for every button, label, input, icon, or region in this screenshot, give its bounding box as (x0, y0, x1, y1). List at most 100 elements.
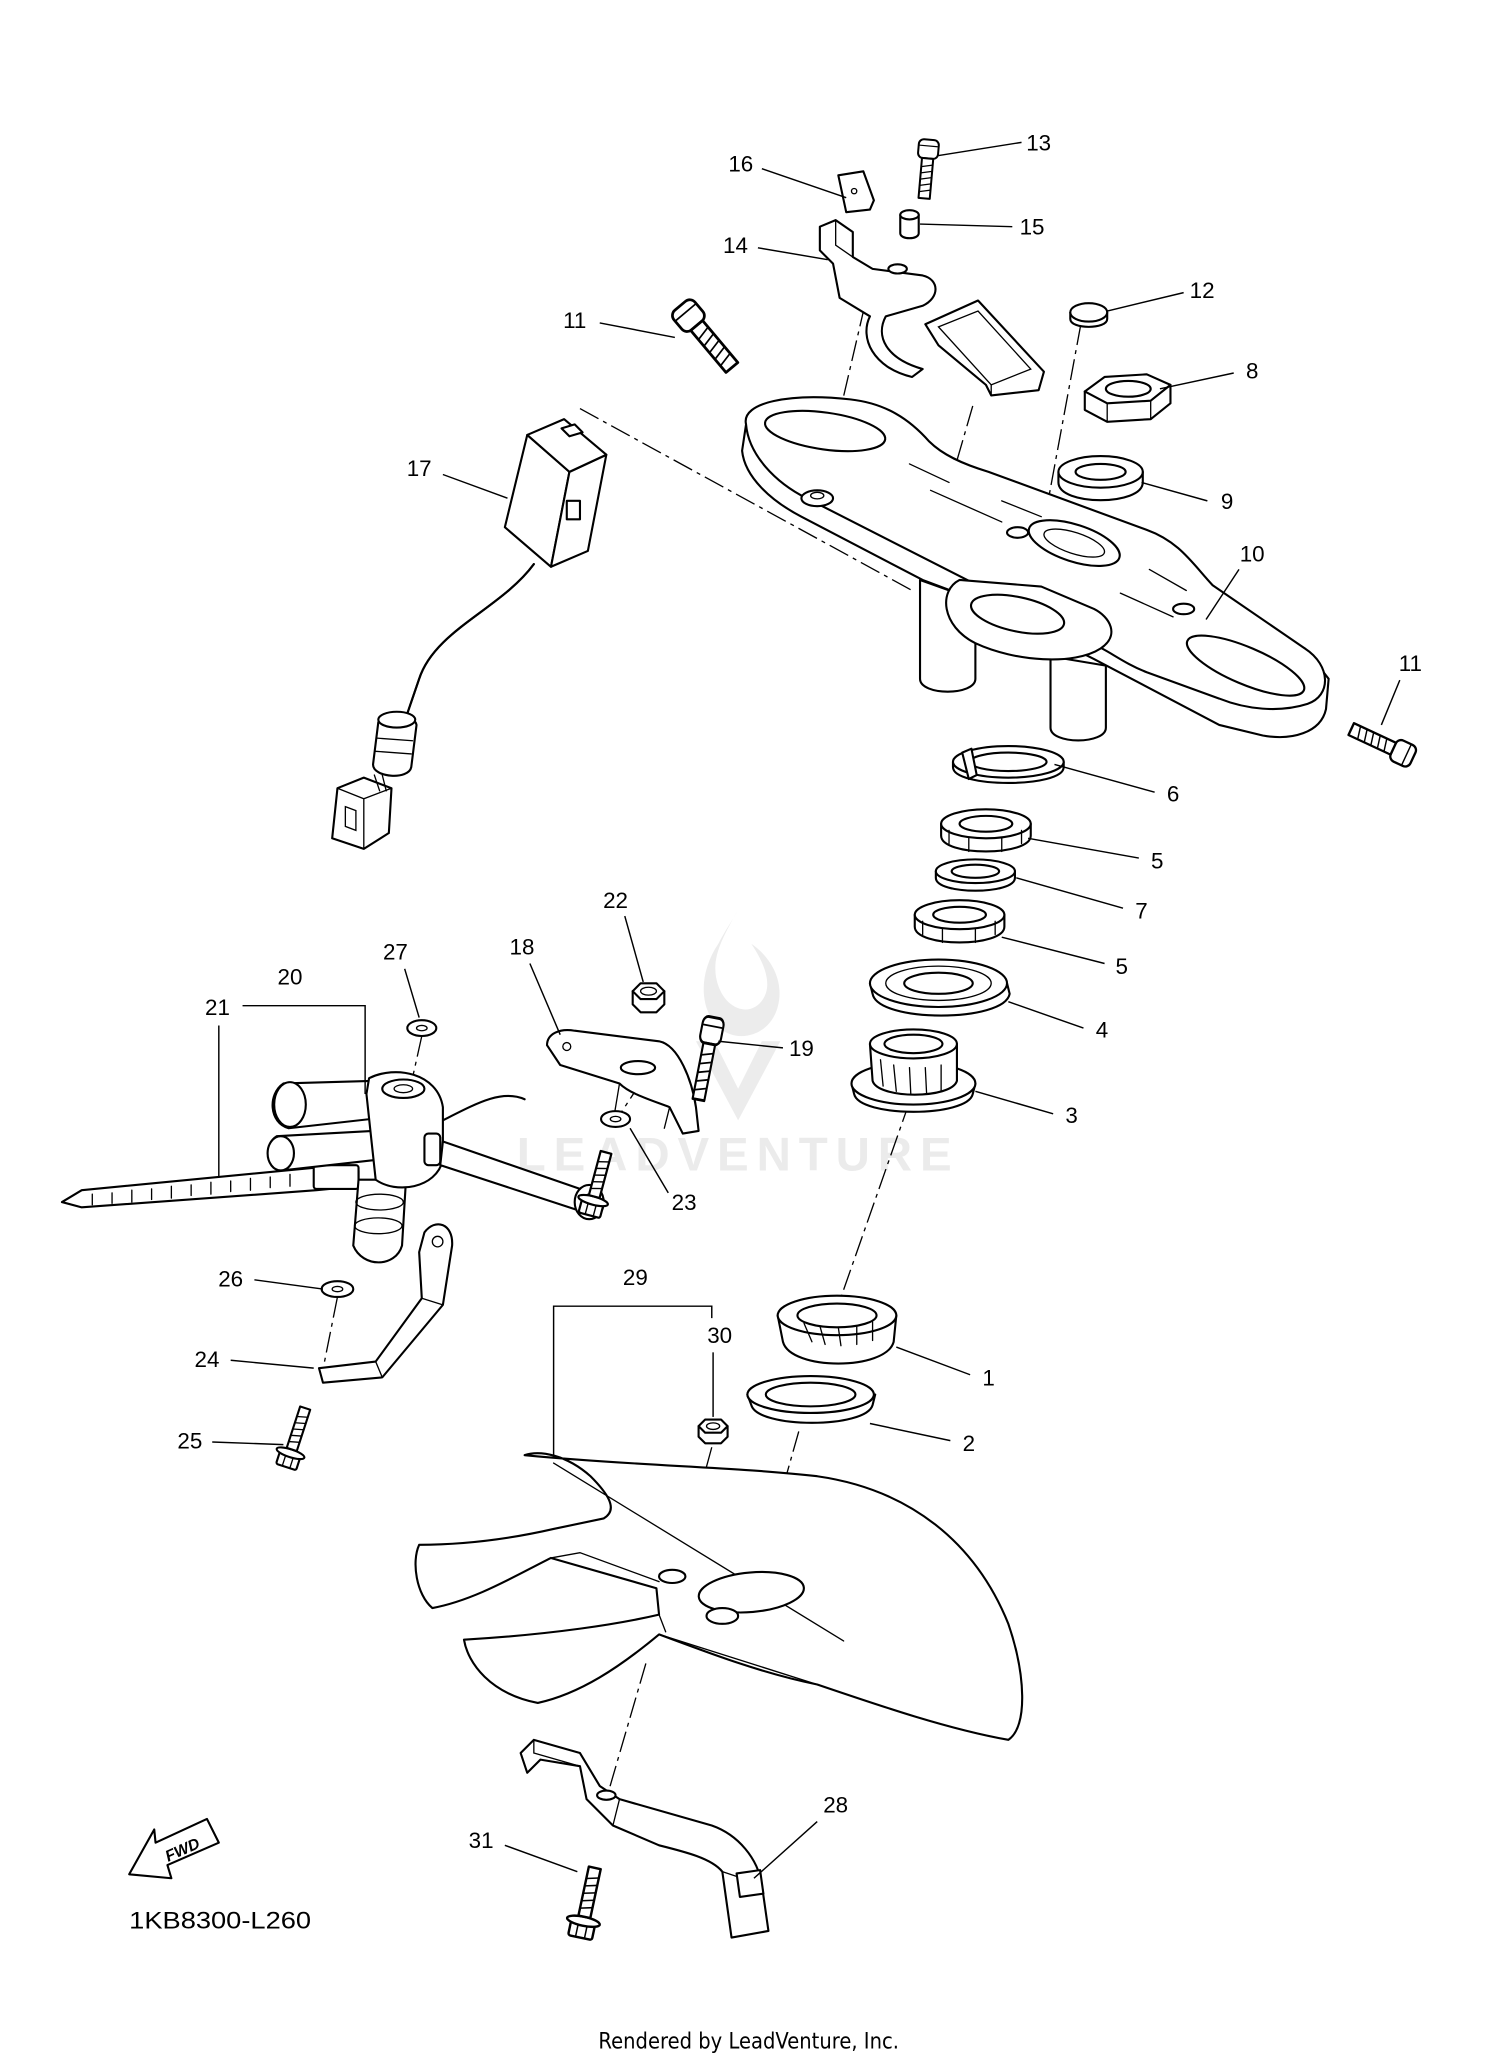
callout-17: 17 (407, 456, 432, 481)
leader-11-left (599, 322, 676, 339)
bolt-31 (562, 1863, 613, 1943)
nut-30 (697, 1418, 729, 1445)
callout-7: 7 (1135, 899, 1147, 924)
callout-31: 31 (469, 1828, 494, 1853)
leader-13 (938, 141, 1022, 157)
plate-16 (837, 170, 875, 214)
callout-18: 18 (510, 934, 535, 959)
watermark: LEADVENTURE (517, 909, 960, 1181)
callout-10: 10 (1240, 541, 1265, 566)
callout-20: 20 (278, 965, 303, 990)
callout-13: 13 (1026, 130, 1051, 155)
bearing-3 (850, 1028, 977, 1113)
callout-27: 27 (383, 940, 408, 965)
bolt-11-right (1345, 717, 1420, 770)
leader-5-lower (1001, 936, 1105, 965)
callout-15: 15 (1020, 215, 1045, 240)
handle-bracket (818, 219, 937, 379)
callout-16: 16 (728, 151, 753, 176)
leader-3 (975, 1090, 1054, 1115)
leader-9 (1141, 481, 1208, 502)
watermark-logo (703, 909, 780, 1037)
bolt-13 (913, 137, 941, 201)
render-credit: Rendered by LeadVenture, Inc. (598, 2028, 899, 2054)
lock-washer-6 (951, 744, 1065, 784)
callout-28: 28 (823, 1792, 848, 1817)
watermark-logo-v (695, 1041, 781, 1121)
leader-12 (1107, 291, 1184, 312)
callout-14: 14 (723, 233, 748, 258)
fork-tube-right (1049, 655, 1107, 742)
leader-4 (1008, 1001, 1084, 1029)
callout-22: 22 (603, 888, 628, 913)
leader-17 (442, 473, 508, 499)
cover-4 (868, 958, 1011, 1017)
fwd-arrow: FWD (128, 1817, 220, 1880)
leader-14 (757, 247, 828, 261)
callout-21: 21 (205, 995, 230, 1020)
race-2 (746, 1375, 877, 1424)
leader-5-upper (1027, 837, 1139, 859)
callout-9: 9 (1221, 489, 1233, 514)
bracket-24 (317, 1223, 454, 1384)
bolt-11-left (668, 295, 744, 378)
leader-24 (230, 1359, 314, 1369)
collar-15 (899, 209, 920, 240)
leader-7 (1016, 877, 1124, 909)
leader-28 (753, 1821, 818, 1879)
bracket-20 (242, 1004, 366, 1094)
callout-11-left: 11 (563, 308, 586, 333)
callout-4: 4 (1096, 1017, 1108, 1042)
damper-bracket-18 (545, 1029, 700, 1135)
cap-12 (1069, 302, 1109, 328)
washer-23 (600, 1110, 632, 1129)
leader-lines (212, 141, 1401, 1879)
upper-bracket (741, 396, 1330, 739)
washer-7 (934, 858, 1016, 892)
steering-damper (60, 1071, 605, 1264)
callouts: 13 16 15 14 1 2 11 8 17 9 10 11 6 5 7 5 2… (177, 130, 1422, 1853)
cover-29 (414, 1452, 1024, 1741)
callout-29: 29 (623, 1265, 648, 1290)
bearing-1 (776, 1294, 898, 1365)
bracket-28 (519, 1738, 770, 1939)
leader-23 (629, 1127, 669, 1194)
washer-9 (1057, 454, 1144, 502)
callout-2: 2 (963, 1431, 975, 1456)
callout-30: 30 (707, 1323, 732, 1348)
callout-5-lower: 5 (1115, 954, 1127, 979)
leader-16 (761, 168, 847, 199)
leader-27 (403, 968, 420, 1018)
leader-31 (504, 1844, 578, 1873)
callout-23: 23 (672, 1190, 697, 1215)
callout-5-upper: 5 (1151, 849, 1163, 874)
leader-22 (624, 915, 644, 983)
leader-11-right (1380, 679, 1401, 726)
callout-8: 8 (1246, 358, 1258, 383)
leader-6 (1054, 763, 1155, 793)
callout-25: 25 (177, 1429, 202, 1454)
callout-19: 19 (789, 1036, 814, 1061)
bracket-29 (552, 1305, 713, 1457)
callout-3: 3 (1065, 1103, 1077, 1128)
ring-nut-5-upper (940, 808, 1032, 853)
callout-26: 26 (218, 1266, 243, 1291)
leader-15 (920, 223, 1013, 228)
leader-18 (529, 963, 561, 1035)
bracket-cover (924, 299, 1045, 397)
leader-25 (212, 1441, 284, 1446)
diagram-code: 1KB8300-L260 (129, 1908, 311, 1934)
callout-24: 24 (195, 1347, 220, 1372)
leader-19 (718, 1040, 784, 1049)
washer-26 (320, 1280, 355, 1299)
callout-1: 1 (982, 1365, 994, 1390)
leader-26 (254, 1279, 324, 1290)
watermark-text: LEADVENTURE (517, 1128, 960, 1181)
callout-11-right: 11 (1399, 651, 1422, 676)
nut-22 (631, 982, 666, 1014)
bolt-25 (271, 1402, 321, 1473)
leader-2 (869, 1422, 951, 1442)
callout-6: 6 (1167, 781, 1179, 806)
ring-nut-5-lower (913, 899, 1006, 944)
